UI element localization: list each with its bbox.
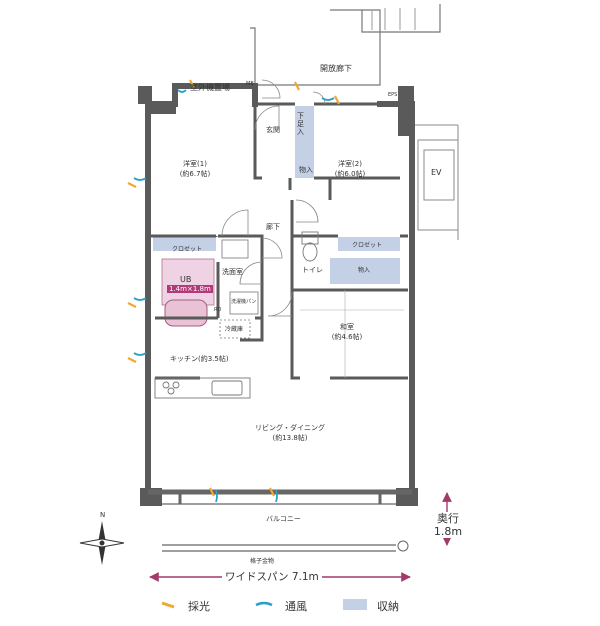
- bathtub: [164, 299, 208, 327]
- label-western2-name: 洋室(2): [338, 160, 362, 168]
- wall-pillars: [138, 86, 418, 506]
- label-ub: UB: [180, 275, 192, 284]
- unit-bath-fill: [161, 258, 215, 306]
- label-entrance: 玄関: [266, 126, 280, 134]
- label-outdoor-unit: 室外機置場: [190, 83, 230, 92]
- label-ub-size: 1.4m×1.8m: [167, 285, 213, 293]
- legend-daylight: 採光: [188, 600, 210, 613]
- storage-legend-icon: [343, 599, 367, 610]
- label-storage-toilet: 物入: [358, 267, 371, 274]
- depth-label: 奥行 1.8m: [428, 512, 468, 538]
- closet-2-fill: [338, 237, 400, 251]
- label-balcony: バルコニー: [266, 515, 301, 523]
- label-rd: RD: [214, 307, 222, 313]
- label-japanese-name: 和室: [340, 323, 354, 331]
- ventilation-legend-icon: [255, 601, 273, 607]
- label-closet1: クロゼット: [172, 246, 203, 253]
- label-washer: 洗濯機パン: [231, 299, 257, 305]
- legend-storage: 収納: [377, 600, 399, 613]
- label-western1-name: 洋室(1): [183, 160, 207, 168]
- upper-floor-outline: [250, 4, 441, 86]
- label-washroom: 洗面室: [222, 268, 243, 276]
- wide-span-label: ワイドスパン 7.1m: [222, 569, 322, 584]
- toilet-fixture: [301, 231, 319, 262]
- depth-value: 1.8m: [433, 525, 463, 538]
- washer-pan: [229, 291, 259, 315]
- label-closet2: クロゼット: [352, 242, 383, 249]
- compass-icon: N: [79, 511, 125, 565]
- label-open-corridor: 開放廊下: [320, 64, 352, 73]
- ventilation-markers: [133, 89, 335, 503]
- toilet-storage-fill: [330, 258, 400, 284]
- label-shoe-storage: 下足入: [297, 112, 304, 136]
- storage-areas: [153, 106, 400, 284]
- label-ev: EV: [431, 168, 442, 177]
- closet-1-fill: [153, 237, 216, 251]
- daylight-legend-icon: [161, 601, 175, 609]
- label-railing: 格子金物: [250, 558, 275, 565]
- label-western2-size: (約6.0帖): [334, 170, 366, 178]
- label-storage-entry: 物入: [299, 166, 313, 174]
- door-swings: [221, 79, 326, 317]
- balcony: [148, 489, 412, 552]
- elevator-area: [410, 124, 459, 240]
- label-toilet: トイレ: [302, 266, 323, 274]
- svg-text:N: N: [100, 511, 105, 519]
- label-living-name: リビング・ダイニング: [255, 424, 325, 432]
- label-hallway: 廊下: [266, 223, 280, 231]
- tatami-lines: [300, 290, 404, 378]
- legend-ventilation: 通風: [285, 600, 307, 613]
- label-mb: MB: [246, 81, 254, 87]
- shoe-storage-fill: [295, 106, 314, 178]
- wash-basin: [221, 239, 249, 259]
- drain: [397, 540, 409, 552]
- daylight-markers: [127, 79, 340, 497]
- label-kitchen: キッチン(約3.5帖): [170, 355, 229, 363]
- depth-title: 奥行: [437, 512, 459, 525]
- label-eps: EPS: [388, 92, 398, 98]
- label-western1-size: (約6.7帖): [179, 170, 211, 178]
- label-fridge: 冷蔵庫: [225, 326, 244, 333]
- label-japanese-size: (約4.6帖): [331, 333, 363, 341]
- label-living-size: (約13.8帖): [272, 434, 308, 442]
- kitchen-counter: [154, 377, 251, 399]
